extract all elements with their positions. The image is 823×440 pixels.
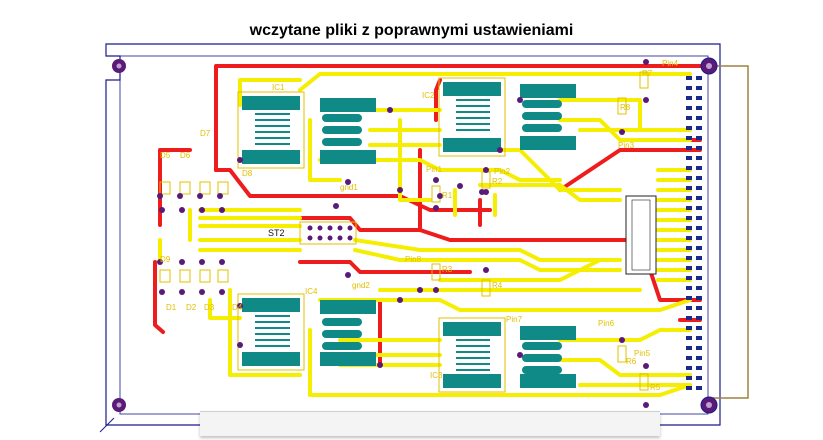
label-r3: R3 [442,265,453,274]
label-pin4: Pin4 [662,59,679,68]
label-ic4: IC4 [305,287,318,296]
label-d8: D8 [242,169,253,178]
label-d9: D9 [160,255,171,264]
label-r4: R4 [492,281,503,290]
yellow-tracks [158,72,692,397]
label-d6: D6 [180,151,191,160]
ic-outlines [237,77,506,393]
label-d1: D1 [166,303,177,312]
label-ic1: IC1 [272,83,285,92]
label-pin2: Pin2 [494,167,511,176]
label-d5: D5 [160,151,171,160]
ic-pin-lines [255,99,490,371]
label-st2: ST2 [268,228,285,238]
vias [157,59,649,408]
label-r7: R7 [642,69,653,78]
label-ic3: IC3 [430,371,443,380]
label-gnd2: gnd2 [352,281,370,290]
label-r5: R5 [650,383,661,392]
dip-chip [625,195,657,275]
st2-header [299,221,357,245]
label-pin8: Pin8 [405,255,422,264]
connector-pins [686,76,702,390]
board-corner-mark [99,417,115,433]
mounting-holes [112,57,718,414]
label-r6: R6 [626,357,637,366]
board-outline [105,43,721,426]
label-pin3: Pin3 [618,141,635,150]
discrete-components [159,71,649,391]
label-d3: D3 [204,303,215,312]
label-pin6: Pin6 [598,319,615,328]
label-pin7: Pin7 [506,315,523,324]
label-gnd1: gnd1 [340,183,358,192]
label-r8: R8 [620,103,631,112]
label-d2: D2 [186,303,197,312]
label-r2: R2 [492,177,503,186]
page-title: wczytane pliki z poprawnymi ustawieniami [249,22,574,39]
label-pin1: Pin1 [426,165,443,174]
label-d4: D4 [232,303,243,312]
bottom-scroll-panel[interactable] [200,411,660,436]
label-pin5: Pin5 [634,349,651,358]
ic-pads [242,82,576,388]
label-d7: D7 [200,129,211,138]
label-ic2: IC2 [422,91,435,100]
label-r1: R1 [442,191,453,200]
edge-connector [708,65,749,399]
